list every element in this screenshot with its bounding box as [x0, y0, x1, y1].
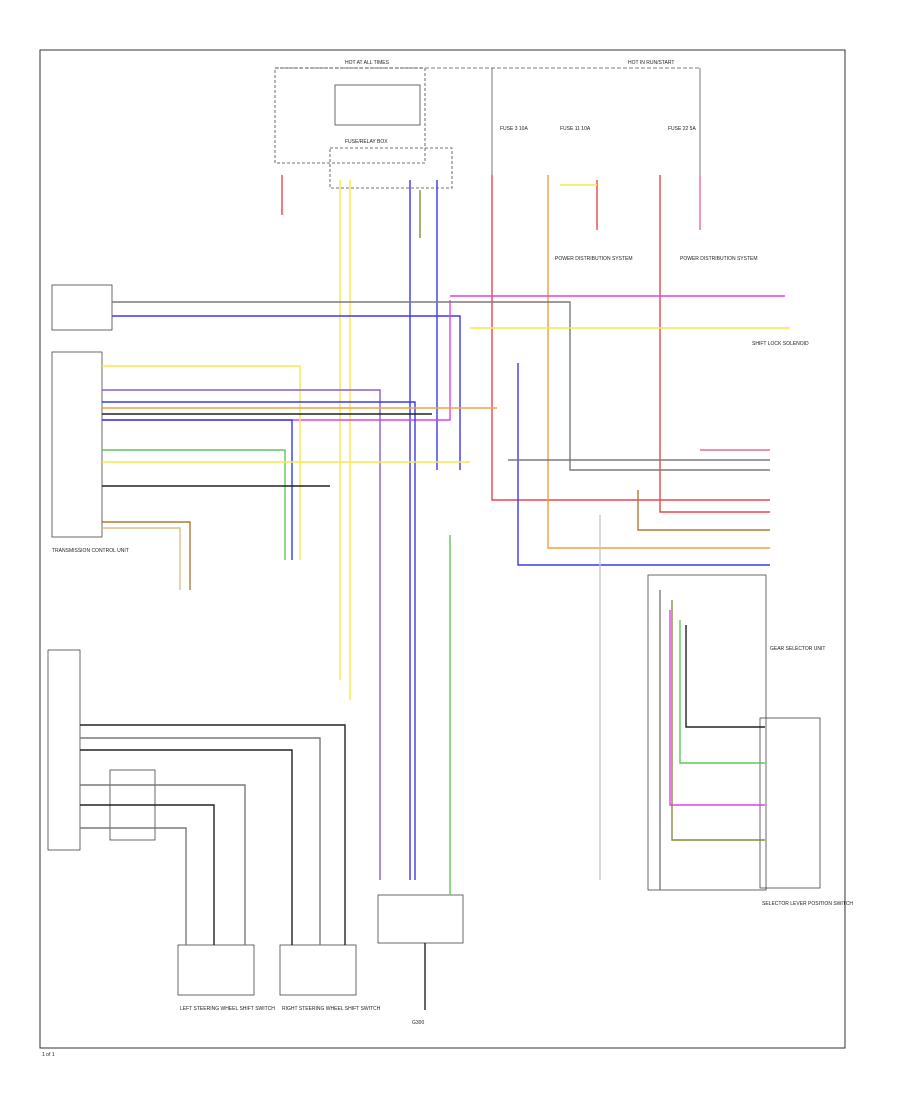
fuse-relay-box-label: FUSE/RELAY BOX [345, 139, 388, 145]
footer-code: 1 of 1 [42, 1052, 55, 1058]
diagram-frame [39, 49, 846, 1049]
fuse-b-label: FUSE 11 10A [560, 126, 591, 132]
wire-violet [102, 389, 381, 880]
wire-gray [80, 827, 187, 945]
steering-switch-module [47, 649, 81, 851]
wire-gray [80, 737, 321, 945]
left-steering-switch [177, 944, 255, 996]
wire-black [80, 804, 215, 945]
wire-yellow [102, 365, 301, 560]
power-dist-label-1: POWER DISTRIBUTION SYSTEM [555, 256, 633, 262]
shift-lock-solenoid-label: SHIFT LOCK SOLENOID [752, 341, 809, 347]
wire-blue [517, 363, 770, 566]
right-steering-switch [279, 944, 357, 996]
fuse-relay-box [329, 147, 453, 189]
wire-blue [102, 401, 416, 880]
wire-tan [102, 527, 181, 590]
multi-switch [377, 894, 464, 944]
transmission-control-unit [51, 351, 103, 538]
wire-green [102, 449, 286, 560]
wire-brown [637, 490, 770, 531]
hot-at-all-times-label: HOT AT ALL TIMES [345, 60, 390, 66]
wire-magenta [669, 610, 765, 806]
wire-black [80, 749, 293, 945]
wire-red [659, 175, 770, 513]
hot-in-run-label: HOT IN RUN/START [628, 60, 674, 66]
wire-red [491, 175, 770, 501]
wire-orange [547, 175, 770, 549]
wire-group [80, 175, 790, 1010]
gear-selector-unit [647, 574, 767, 891]
power-dist-label-2: POWER DISTRIBUTION SYSTEM [680, 256, 758, 262]
wire-blue [102, 419, 293, 560]
selector-lever-switch-label: SELECTOR LEVER POSITION SWITCH [762, 901, 853, 907]
wire-gray [80, 784, 246, 945]
wire-black [685, 625, 765, 728]
selector-lever-switch [759, 717, 821, 889]
wire-black [80, 724, 346, 945]
ground-label: G300 [412, 1020, 424, 1026]
gear-selector-unit-label: GEAR SELECTOR UNIT [770, 646, 825, 652]
relay-coil [334, 84, 421, 126]
fuse-c-label: FUSE 22 5A [668, 126, 696, 132]
wire-blue [112, 315, 461, 470]
fuse-a-label: FUSE 3 10A [500, 126, 528, 132]
left-steering-switch-label: LEFT STEERING WHEEL SHIFT SWITCH [180, 1006, 275, 1012]
transmission-control-unit-label: TRANSMISSION CONTROL UNIT [52, 548, 129, 554]
wire-gray [112, 301, 770, 471]
relay-box [274, 67, 426, 164]
left-module-box [51, 284, 113, 331]
right-steering-switch-label: RIGHT STEERING WHEEL SHIFT SWITCH [282, 1006, 381, 1012]
wire-brown [102, 521, 191, 590]
wire-green [679, 620, 765, 764]
wire-olive [671, 600, 765, 841]
